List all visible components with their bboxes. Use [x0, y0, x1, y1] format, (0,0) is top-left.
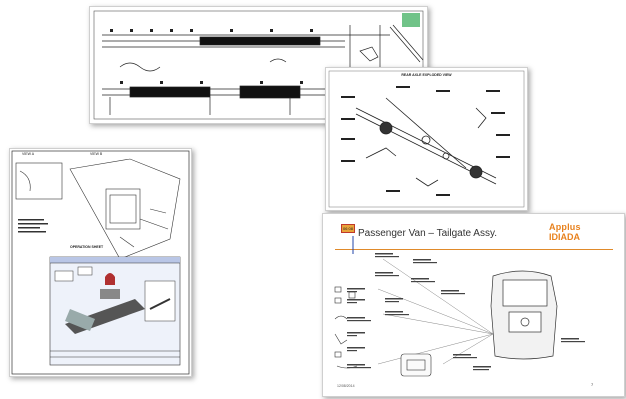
operation-sheet: VIEW A VIEW B OPERATION SHEET [9, 148, 192, 377]
view-a-label: VIEW A [22, 152, 35, 156]
exploded-view-title: REAR AXLE EXPLODED VIEW [401, 73, 452, 77]
exploded-view-sheet: REAR AXLE EXPLODED VIEW [325, 67, 528, 211]
tailgate-diagram [334, 236, 585, 377]
operation-sheet-title: OPERATION SHEET [70, 245, 104, 249]
assembly-drawing [93, 10, 424, 120]
logo-idiada: IDIADA [549, 232, 580, 242]
assembly-drawing-sheet [89, 6, 428, 124]
slide-date: 12/08/2014 [337, 384, 355, 388]
view-b-label: VIEW B [90, 152, 103, 156]
brand-logo: Applus IDIADA [549, 222, 609, 246]
logo-applus: Applus [549, 222, 581, 232]
tailgate-slide: 06 08 Passenger Van – Tailgate Assy. App… [322, 213, 625, 397]
rear-axle-exploded-drawing [328, 70, 525, 208]
title-rule [335, 249, 613, 250]
slide-title: Passenger Van – Tailgate Assy. [358, 228, 497, 239]
slide-page-number: 7 [591, 382, 594, 387]
operation-sheet-drawing [11, 150, 190, 375]
slide-badge: 06 08 [341, 224, 355, 233]
